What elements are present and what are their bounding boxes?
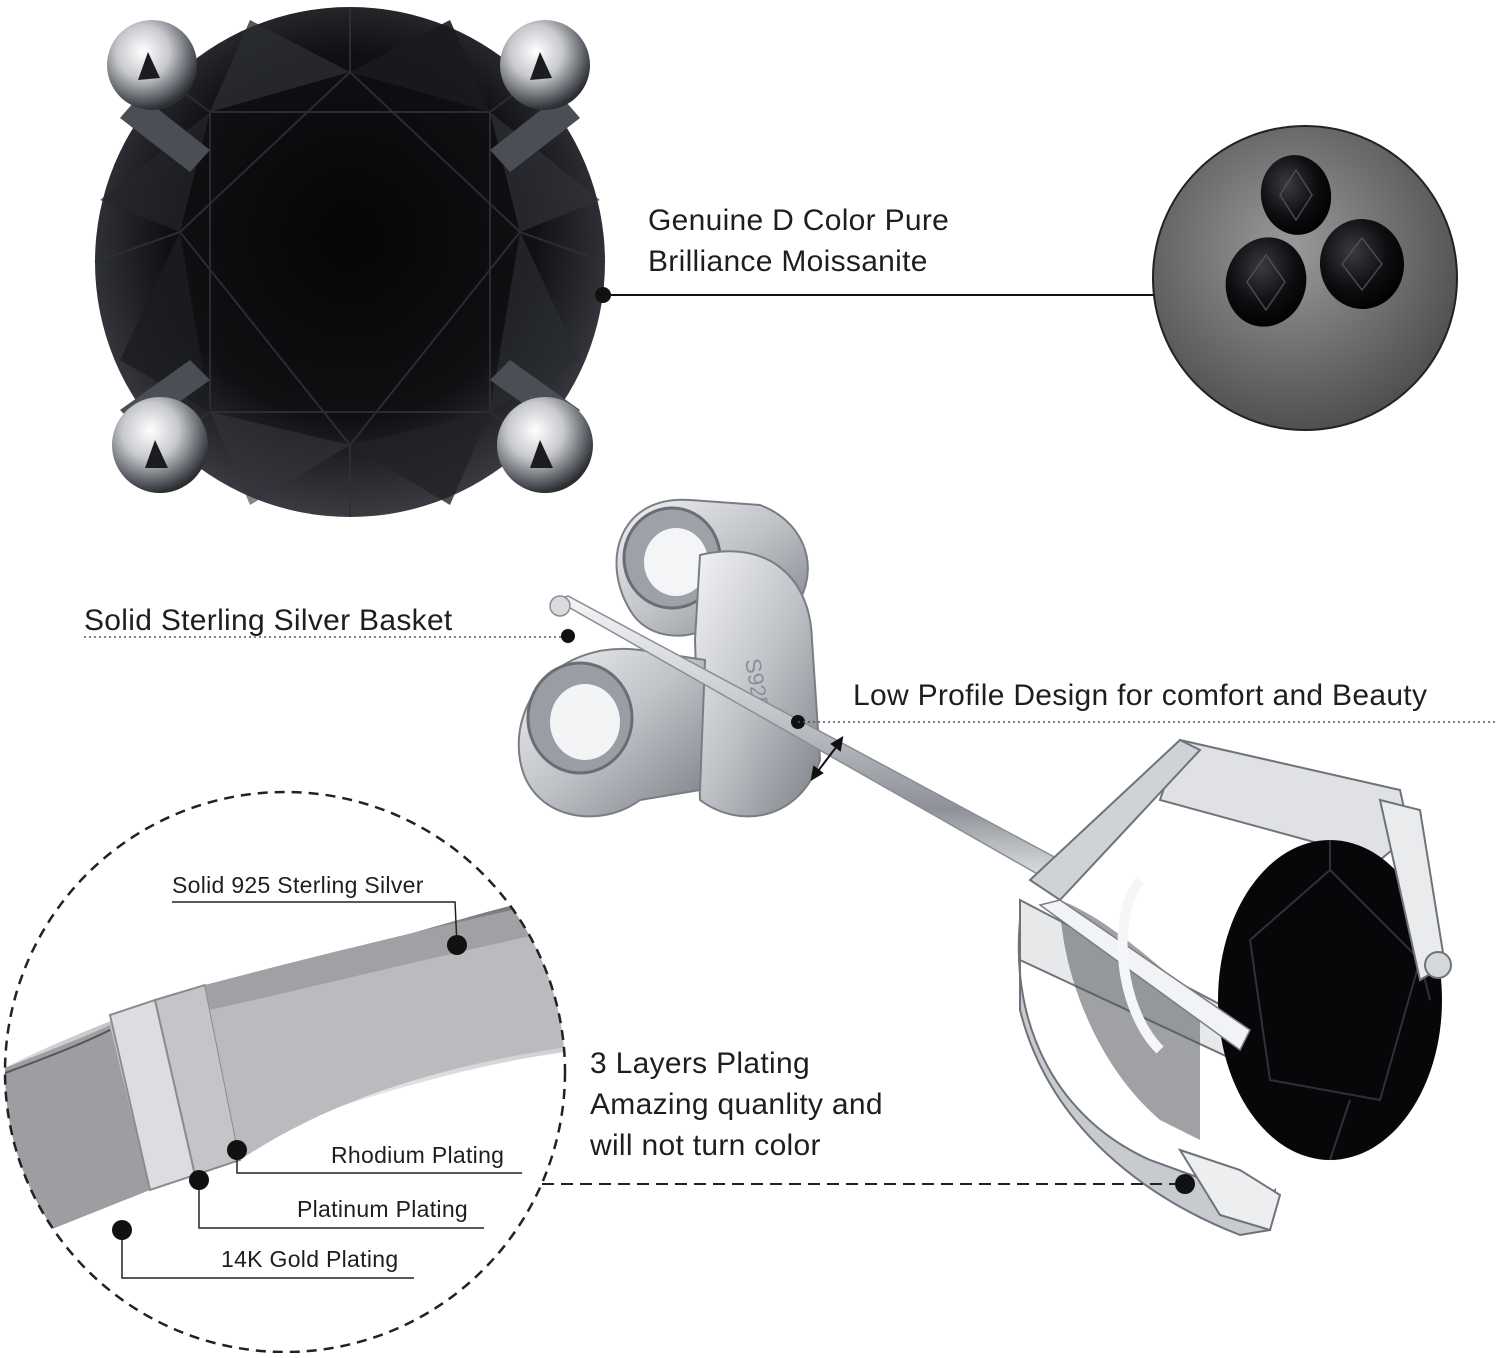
plating-cross-section xyxy=(3,790,567,1354)
stone-callout-line2: Brilliance Moissanite xyxy=(648,245,928,278)
silver-dot xyxy=(447,935,467,955)
layer-platinum-label: Platinum Plating xyxy=(297,1196,468,1222)
plating-callout-line1: 3 Layers Plating xyxy=(590,1047,810,1080)
plating-pointer-dot xyxy=(1175,1174,1195,1194)
layer-silver-label: Solid 925 Sterling Silver xyxy=(172,872,424,898)
rhodium-dot xyxy=(227,1140,247,1160)
platinum-dot xyxy=(189,1170,209,1190)
profile-callout: Low Profile Design for comfort and Beaut… xyxy=(853,679,1428,712)
earring-basket xyxy=(1017,738,1452,1237)
earring-side-view: S925 xyxy=(517,498,1452,1237)
gold-dot xyxy=(112,1220,132,1240)
basket-callout: Solid Sterling Silver Basket xyxy=(84,604,453,637)
stone-callout-line1: Genuine D Color Pure xyxy=(648,204,950,237)
basket-pointer-dot xyxy=(561,629,575,643)
loose-stones-inset xyxy=(1152,125,1458,431)
layer-gold-label: 14K Gold Plating xyxy=(221,1246,399,1272)
thickness-arrow xyxy=(810,736,844,781)
gem-top-view xyxy=(94,7,606,517)
plating-callout-line3: will not turn color xyxy=(590,1129,821,1162)
layer-rhodium-label: Rhodium Plating xyxy=(331,1142,505,1168)
plating-callout-line2: Amazing quanlity and xyxy=(590,1088,883,1121)
butterfly-backing: S925 xyxy=(517,498,822,818)
